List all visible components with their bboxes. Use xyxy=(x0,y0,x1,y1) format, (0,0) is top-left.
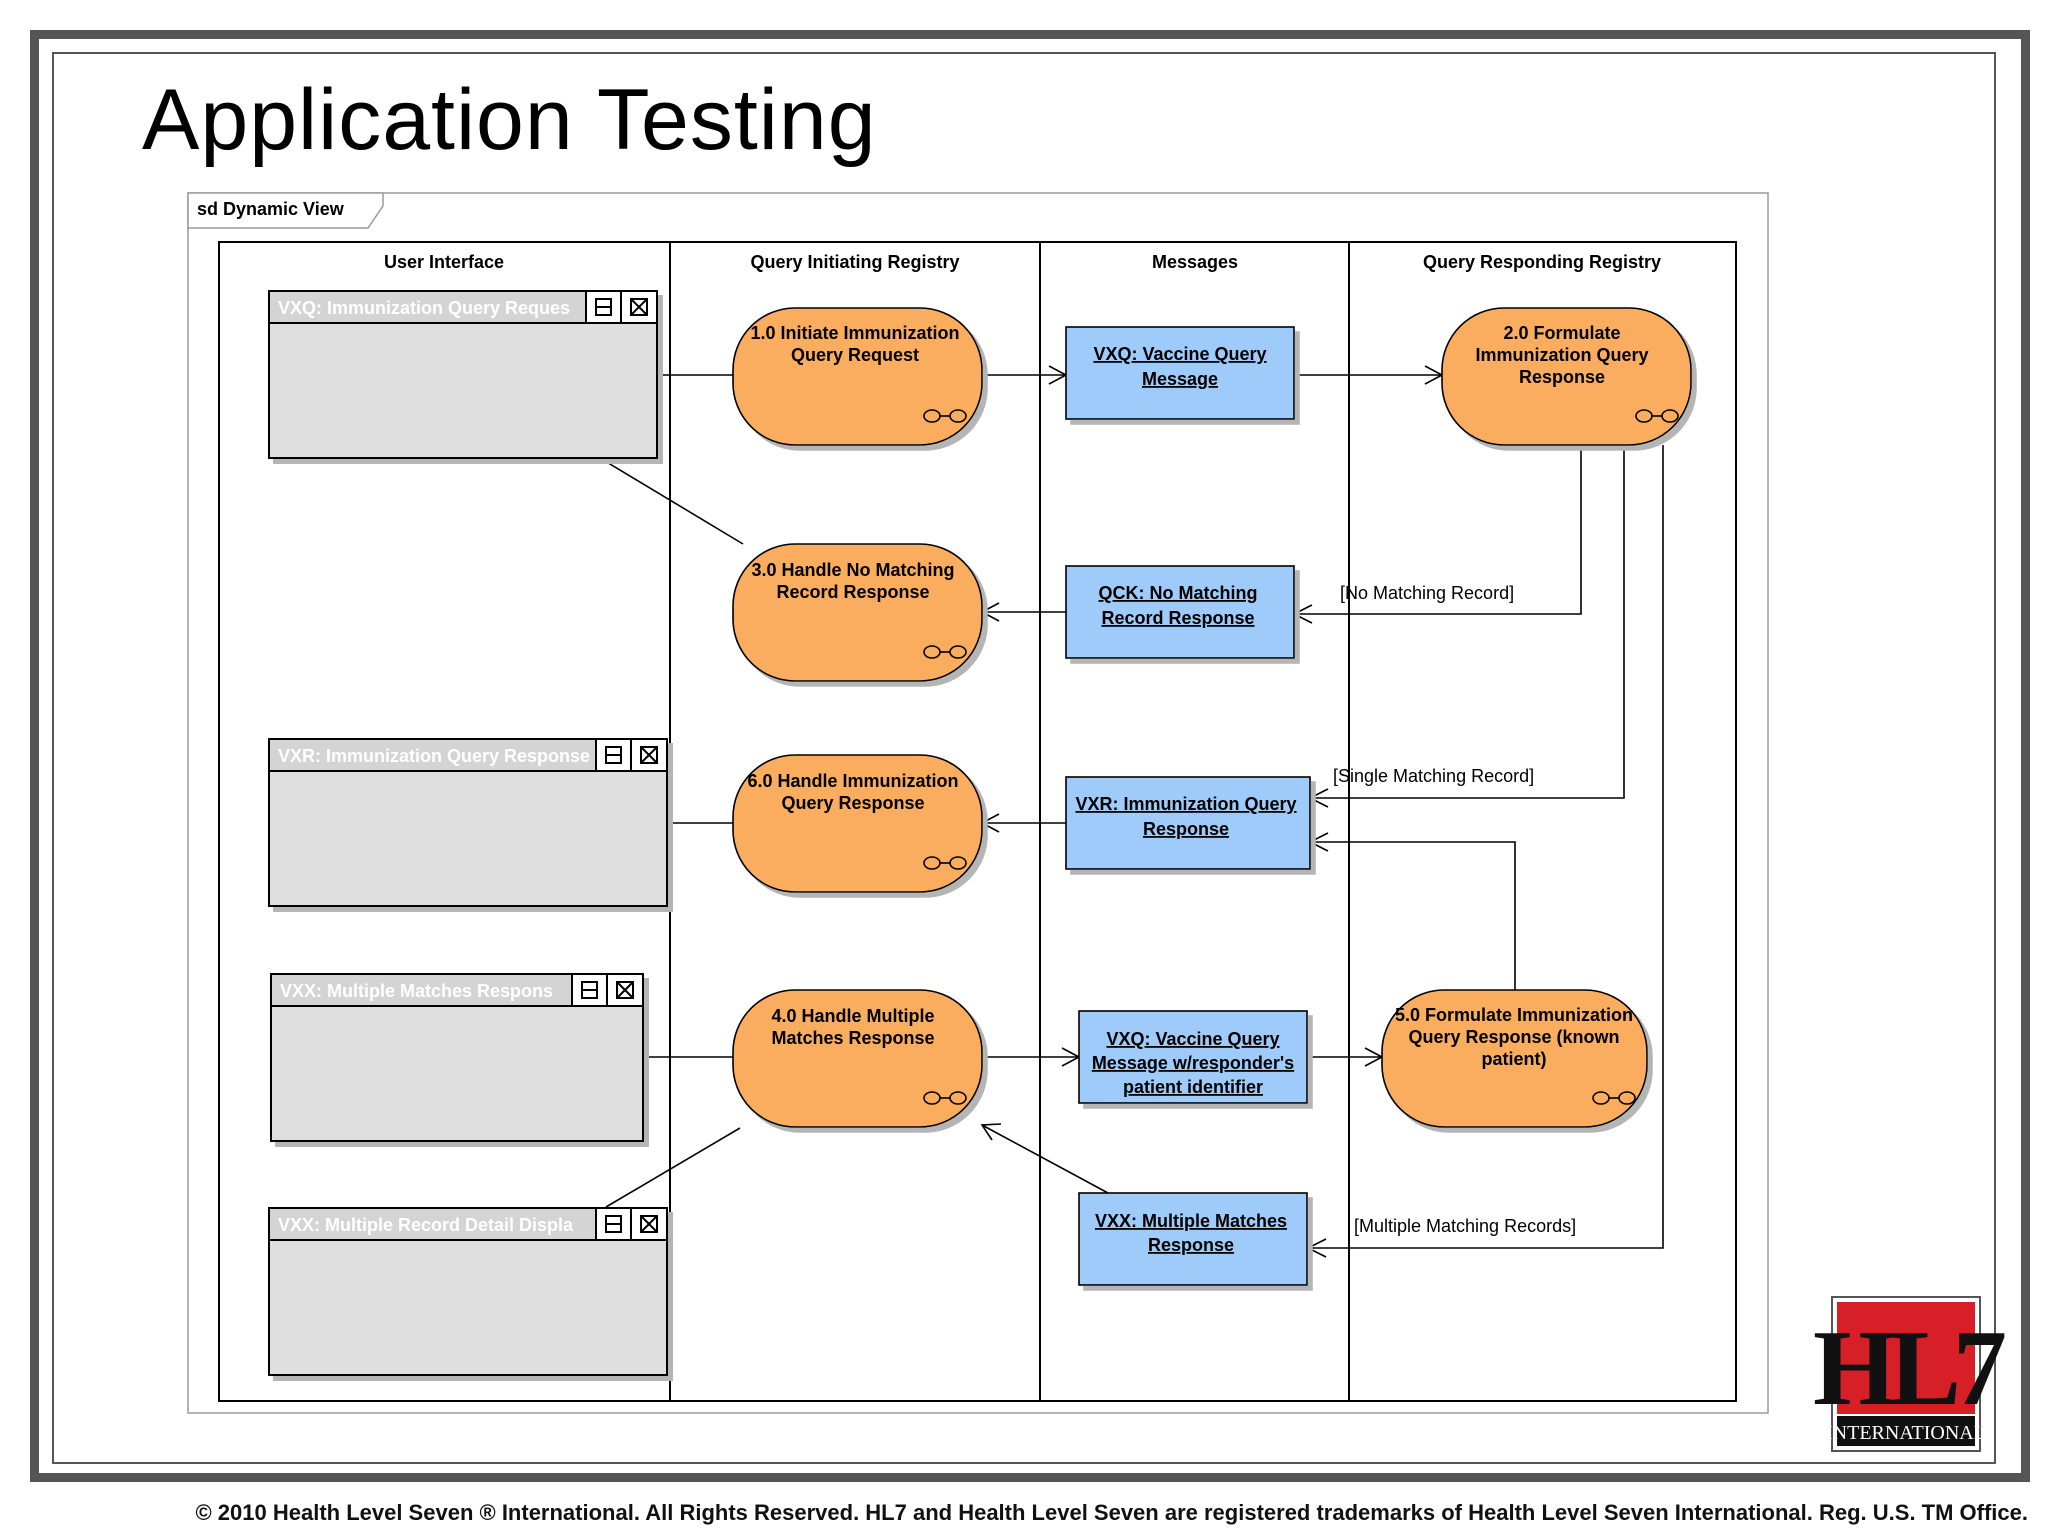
message-vxx-multiple-matches-response[interactable]: VXX: Multiple Matches Response xyxy=(1078,1192,1308,1286)
message-vxr-immunization-query-response[interactable]: VXR: Immunization Query Response xyxy=(1065,776,1311,870)
svg-text:VXQ: Vaccine Query: VXQ: Vaccine Query xyxy=(1106,1029,1279,1049)
subactivity-icon xyxy=(923,409,967,423)
activity-handle-multiple-matches-response[interactable]: 4.0 Handle Multiple Matches Response xyxy=(732,989,983,1128)
activity-handle-no-matching-record-response[interactable]: 3.0 Handle No Matching Record Response xyxy=(732,543,983,682)
svg-text:Message w/responder's: Message w/responder's xyxy=(1092,1053,1294,1073)
frame-label: sd Dynamic View xyxy=(197,199,345,219)
svg-text:4.0 Handle Multiple: 4.0 Handle Multiple xyxy=(771,1006,934,1026)
guard-multiple-matching-records: [Multiple Matching Records] xyxy=(1354,1216,1576,1236)
connector-a2-m2 xyxy=(1294,445,1582,615)
connector-a2-m3 xyxy=(1310,445,1625,799)
window-title: VXX: Multiple Record Detail Displa xyxy=(278,1215,574,1235)
guard-no-matching-record: [No Matching Record] xyxy=(1340,583,1514,603)
subactivity-icon xyxy=(923,1091,967,1105)
ui-window-immunization-query-request[interactable]: VXQ: Immunization Query Reques xyxy=(268,290,658,459)
svg-text:Message: Message xyxy=(1142,369,1218,389)
hl7-international-logo: HL7 INTERNATIONAL xyxy=(1813,1296,2013,1452)
arrowhead-m5 xyxy=(1306,1238,1327,1258)
lane-query-responding-registry: Query Responding Registry xyxy=(1423,252,1661,272)
connector-m5-a4 xyxy=(981,1124,1109,1194)
window-title: VXX: Multiple Matches Respons xyxy=(280,981,553,1001)
activity-formulate-immunization-query-response-known-patient[interactable]: 5.0 Formulate Immunization Query Respons… xyxy=(1381,989,1648,1128)
footer-copyright: © 2010 Health Level Seven ® Internationa… xyxy=(195,1500,2028,1525)
svg-text:Response: Response xyxy=(1148,1235,1234,1255)
activity-formulate-immunization-query-response[interactable]: 2.0 Formulate Immunization Query Respons… xyxy=(1441,307,1692,446)
subactivity-icon xyxy=(1635,409,1679,423)
message-vxq-vaccine-query-with-patient-identifier[interactable]: VXQ: Vaccine Query Message w/responder's… xyxy=(1078,1010,1308,1104)
svg-text:3.0 Handle No Matching: 3.0 Handle No Matching xyxy=(751,560,954,580)
svg-text:1.0 Initiate Immunization: 1.0 Initiate Immunization xyxy=(750,323,959,343)
subactivity-icon xyxy=(923,856,967,870)
svg-text:QCK: No Matching: QCK: No Matching xyxy=(1099,583,1258,603)
subactivity-icon xyxy=(1592,1091,1636,1105)
svg-text:Response: Response xyxy=(1143,819,1229,839)
connector-a5-m3 xyxy=(1310,841,1516,990)
arrowhead-a4 xyxy=(980,1123,1002,1141)
connector-a2-m5 xyxy=(1308,445,1664,1249)
close-icon[interactable] xyxy=(630,298,648,316)
svg-text:Immunization Query: Immunization Query xyxy=(1475,345,1648,365)
lane-user-interface: User Interface xyxy=(384,252,504,272)
svg-text:2.0 Formulate: 2.0 Formulate xyxy=(1503,323,1620,343)
svg-text:Response: Response xyxy=(1519,367,1605,387)
activity-handle-immunization-query-response[interactable]: 6.0 Handle Immunization Query Response xyxy=(732,754,983,893)
svg-text:Query Response (known: Query Response (known xyxy=(1408,1027,1619,1047)
connector-w1-a3 xyxy=(599,457,744,545)
svg-text:6.0 Handle Immunization: 6.0 Handle Immunization xyxy=(747,771,958,791)
message-vxq-vaccine-query[interactable]: VXQ: Vaccine Query Message xyxy=(1065,326,1295,420)
lane-query-initiating-registry: Query Initiating Registry xyxy=(750,252,959,272)
svg-text:Query Request: Query Request xyxy=(791,345,919,365)
svg-text:5.0 Formulate Immunization: 5.0 Formulate Immunization xyxy=(1395,1005,1633,1025)
close-icon[interactable] xyxy=(640,1215,658,1233)
activity-initiate-immunization-query-request[interactable]: 1.0 Initiate Immunization Query Request xyxy=(732,307,983,446)
ui-window-immunization-query-response[interactable]: VXR: Immunization Query Response xyxy=(268,738,668,907)
svg-text:VXX: Multiple Matches: VXX: Multiple Matches xyxy=(1095,1211,1287,1231)
connector-a4-w4 xyxy=(605,1127,741,1208)
svg-text:Record Response: Record Response xyxy=(1101,608,1254,628)
ui-window-multiple-record-detail-display[interactable]: VXX: Multiple Record Detail Displa xyxy=(268,1207,668,1376)
slide-inner-border xyxy=(52,52,1996,1464)
svg-text:patient identifier: patient identifier xyxy=(1123,1077,1263,1097)
logo-letters: HL7 xyxy=(1813,1309,2005,1428)
svg-text:patient): patient) xyxy=(1482,1049,1547,1069)
svg-text:Query Response: Query Response xyxy=(781,793,924,813)
ui-window-multiple-matches-response[interactable]: VXX: Multiple Matches Respons xyxy=(270,973,644,1142)
svg-text:Record Response: Record Response xyxy=(776,582,929,602)
swimlanes: User Interface Query Initiating Registry… xyxy=(218,241,1737,1402)
logo-subtitle: INTERNATIONAL xyxy=(1826,1422,1986,1444)
window-title: VXR: Immunization Query Response xyxy=(278,746,590,766)
window-title: VXQ: Immunization Query Reques xyxy=(278,298,570,318)
close-icon[interactable] xyxy=(640,746,658,764)
guard-single-matching-record: [Single Matching Record] xyxy=(1333,766,1534,786)
close-icon[interactable] xyxy=(616,981,634,999)
message-qck-no-matching-record-response[interactable]: QCK: No Matching Record Response xyxy=(1065,565,1295,659)
subactivity-icon xyxy=(923,645,967,659)
svg-text:Matches Response: Matches Response xyxy=(771,1028,934,1048)
svg-text:VXQ: Vaccine Query: VXQ: Vaccine Query xyxy=(1093,344,1266,364)
svg-text:VXR: Immunization Query: VXR: Immunization Query xyxy=(1075,794,1296,814)
page-title: Application Testing xyxy=(142,72,877,168)
dynamic-view-frame: sd Dynamic View xyxy=(187,192,1769,1414)
lane-messages: Messages xyxy=(1152,252,1238,272)
